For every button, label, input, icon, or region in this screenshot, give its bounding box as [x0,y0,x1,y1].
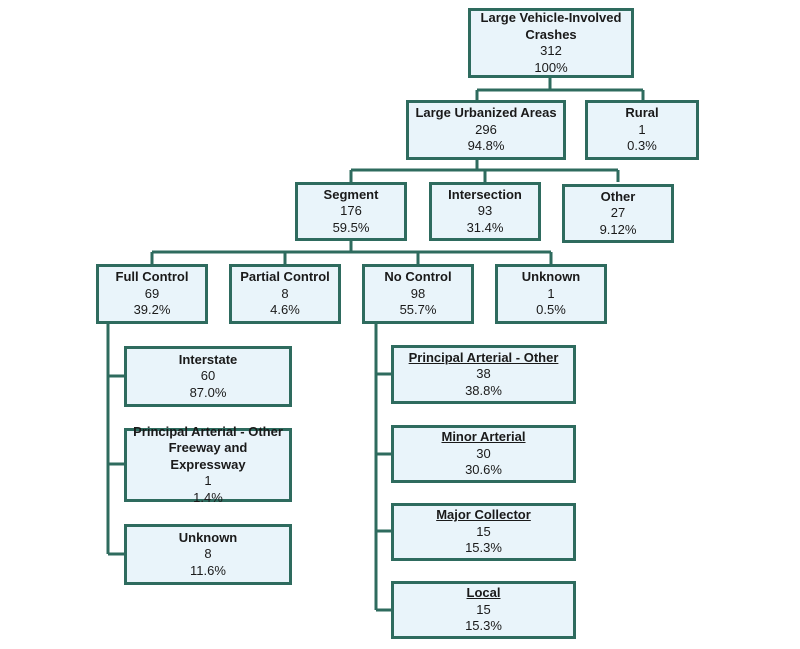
node-percent: 39.2% [133,302,171,318]
node-title: Minor Arterial [441,429,526,445]
node-count: 15 [476,601,491,617]
node-percent: 15.3% [465,618,502,634]
node-partial-control: Partial Control 8 4.6% [229,264,341,324]
node-local: Local 15 15.3% [391,581,576,639]
node-large-urbanized-areas: Large Urbanized Areas 296 94.8% [406,100,566,160]
node-unknown-full-control: Unknown 8 11.6% [124,524,292,585]
node-count: 98 [410,285,426,301]
node-count: 8 [204,546,212,562]
node-count: 15 [476,523,491,539]
node-title: Principal Arterial - Other Freeway and E… [133,423,283,472]
node-title: Unknown [178,529,238,545]
node-no-control: No Control 98 55.7% [362,264,474,324]
node-percent: 15.3% [465,540,502,556]
node-large-vehicle-crashes: Large Vehicle-Involved Crashes 312 100% [468,8,634,78]
node-count: 8 [281,285,289,301]
node-title: Intersection [448,186,522,202]
node-percent: 1.4% [193,489,223,505]
node-title: Partial Control [240,269,330,285]
node-title: Interstate [178,351,238,367]
node-percent: 11.6% [190,562,226,578]
node-title: Large Urbanized Areas [415,105,557,121]
node-count: 30 [476,445,491,461]
node-percent: 31.4% [466,219,504,235]
node-unknown-control: Unknown 1 0.5% [495,264,607,324]
node-count: 176 [340,203,362,219]
node-major-collector: Major Collector 15 15.3% [391,503,576,561]
node-percent: 87.0% [189,384,227,400]
node-segment: Segment 176 59.5% [295,182,407,241]
node-other: Other 27 9.12% [562,184,674,243]
node-principal-arterial-freeway: Principal Arterial - Other Freeway and E… [124,424,292,505]
node-percent: 94.8% [467,138,505,154]
node-percent: 55.7% [399,302,437,318]
node-interstate: Interstate 60 87.0% [124,346,292,407]
node-title: Other [600,188,636,204]
node-title: Local [466,585,501,601]
node-percent: 30.6% [465,462,502,478]
node-count: 296 [475,121,497,137]
node-percent: 59.5% [332,219,370,235]
node-percent: 0.5% [536,302,566,318]
node-count: 69 [144,285,160,301]
node-count: 27 [610,205,626,221]
node-count: 1 [547,285,555,301]
node-title: Major Collector [436,507,531,523]
node-percent: 9.12% [599,221,637,237]
node-count: 312 [540,43,562,58]
node-percent: 4.6% [270,302,300,318]
node-percent: 100% [534,59,568,75]
node-full-control: Full Control 69 39.2% [96,264,208,324]
node-percent: 38.8% [465,382,502,398]
node-title: No Control [384,269,452,285]
node-percent: 0.3% [627,138,657,154]
node-title: Rural [625,105,659,121]
node-intersection: Intersection 93 31.4% [429,182,541,241]
node-rural: Rural 1 0.3% [585,100,699,160]
node-count: 93 [477,203,493,219]
node-count: 60 [200,368,216,384]
node-title: Principal Arterial - Other [408,349,559,365]
node-count: 1 [204,473,212,489]
node-principal-arterial-other: Principal Arterial - Other 38 38.8% [391,345,576,404]
node-count: 1 [638,121,646,137]
node-title: Unknown [521,269,581,285]
node-minor-arterial: Minor Arterial 30 30.6% [391,425,576,483]
node-count: 38 [476,366,491,382]
node-title: Full Control [115,269,189,285]
node-title: Segment [323,186,379,202]
node-title: Large Vehicle-Involved Crashes [480,10,622,42]
